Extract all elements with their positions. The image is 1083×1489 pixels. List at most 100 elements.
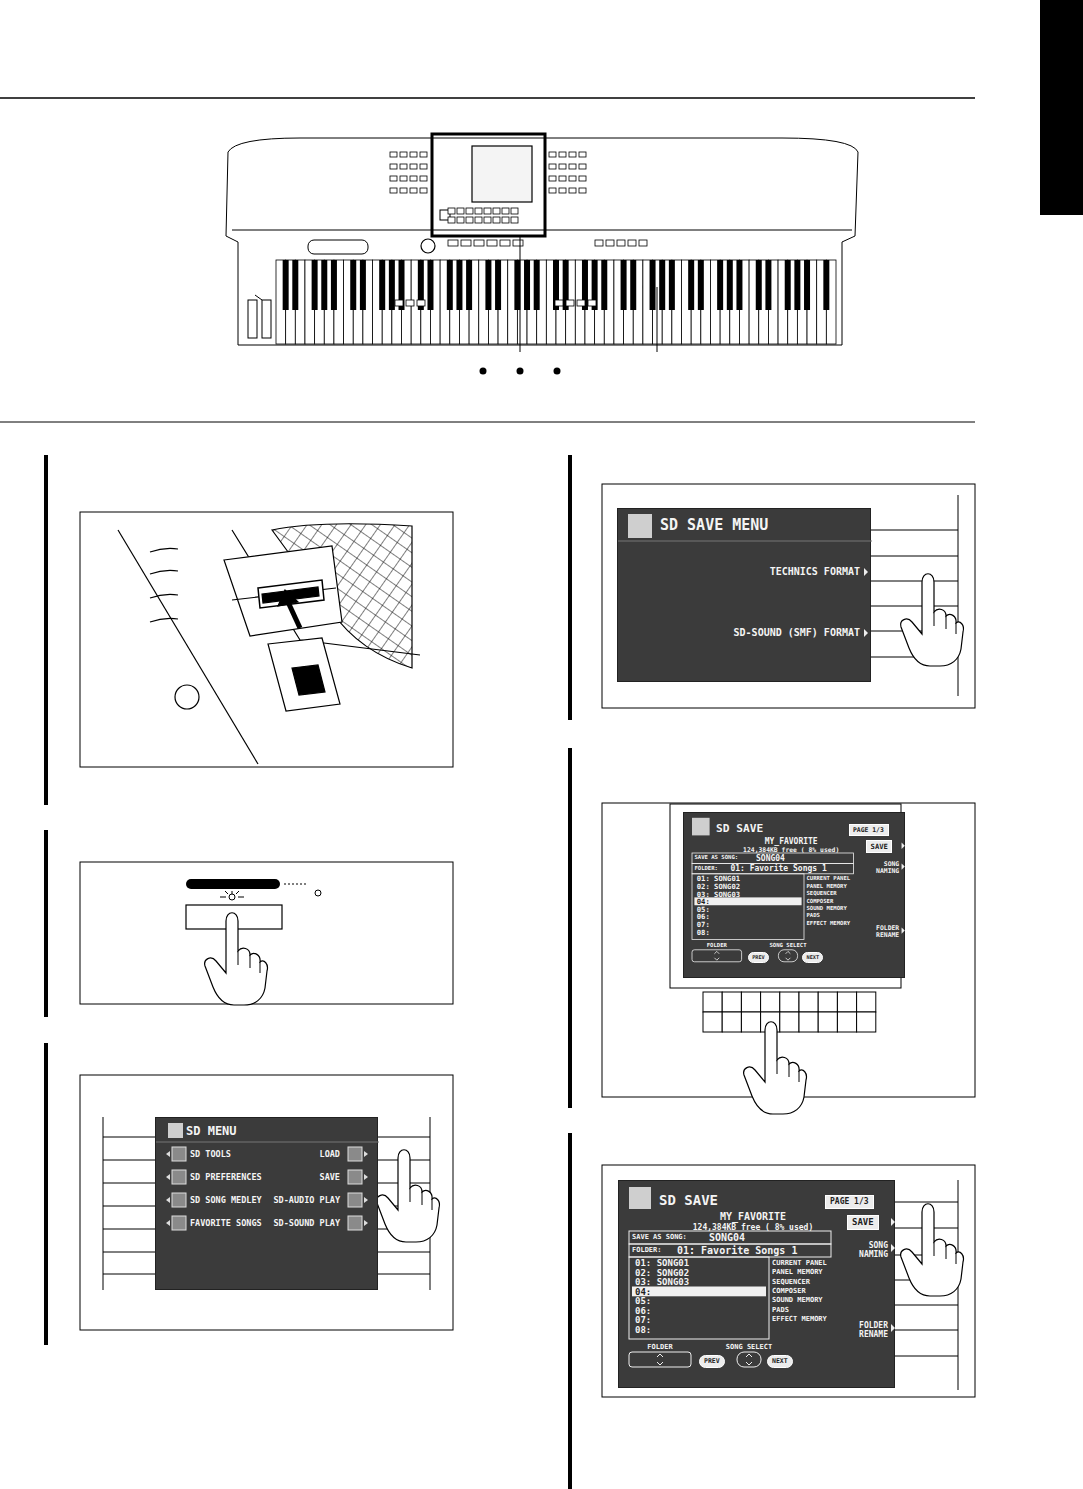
panel-button [493,208,500,214]
black-key [823,260,829,310]
black-key [495,260,501,310]
panel-button [511,208,518,214]
screen-text: MY_FAVORITE [765,838,818,846]
panel-button [595,240,603,246]
folder-control [629,1352,691,1367]
number-button [818,992,837,1012]
screen-text: 06: [697,913,710,920]
panel-button [475,208,482,214]
black-key [360,260,366,310]
number-button [857,1012,876,1032]
black-key [717,260,723,310]
screen-text: SOUND MEMORY [806,906,846,912]
screen-icon [348,1170,362,1184]
panel-button [448,240,458,246]
screen-text: SONG04 [709,1233,745,1243]
screen-text: SD TOOLS [190,1150,231,1159]
black-key [427,260,433,310]
screen-text: CURRENT PANEL [806,876,850,882]
number-button [741,992,760,1012]
arrow-mark [746,1354,752,1365]
screen-text: 07: [635,1316,651,1325]
panel-button [457,208,464,214]
panel-button [400,176,407,181]
screen-text: SD SAVE [659,1193,718,1207]
black-key [659,260,665,310]
screen-frame [692,853,854,863]
screen-text: SD MENU [186,1125,237,1137]
black-key [292,260,298,310]
hand [901,1204,964,1296]
panel-button [511,217,518,223]
lcd-screen: SD SAVEMY_FAVORITE124,384KB free ( 8% us… [683,812,905,978]
panel-button [448,208,455,214]
panel-button [628,240,636,246]
panel-button [579,188,586,193]
panel-button [549,176,556,181]
panel-button [549,152,556,157]
black-key [650,260,656,310]
screen-text: FOLDER [707,943,727,949]
sd-card-drawing [118,524,420,764]
panel-button [420,188,427,193]
panel-button [579,164,586,169]
screen-text: SAVE AS SONG: [694,855,738,861]
screen-button: SAVE [866,840,892,853]
screen-text: EFFECT MEMORY [772,1316,827,1323]
screen-graphics [618,509,872,683]
panel-button [390,176,397,181]
screen-text: PREV [704,1358,720,1365]
screen-text: PREV [752,955,765,960]
screen-text: MY_FAVORITE [720,1212,786,1222]
dot [480,368,487,375]
black-key [456,260,462,310]
number-button-grid [703,992,876,1032]
arrow-mark [166,1174,170,1180]
black-key [688,260,694,310]
screen-text: LOAD [320,1150,340,1159]
arrow-mark [714,951,719,960]
screen-text: FOLDER RENAME [862,925,899,940]
selection-bar [632,1287,766,1297]
arrow-mark [864,568,868,576]
screen-frame [692,863,854,873]
panel-button [410,188,417,193]
folder-control [692,950,742,962]
number-button [799,1012,818,1032]
screen-text: NEXT [807,955,820,960]
panel-button [475,217,482,223]
screen-text: SAVE [871,843,888,850]
screen-icon [628,514,652,538]
screen-button: SAVE [847,1215,879,1230]
panel-button [549,164,556,169]
screen-text: 08: [635,1326,651,1335]
panel-button [559,176,566,181]
screen-text: FOLDER: [694,866,718,872]
lcd-screen: SD SAVEMY_FAVORITE124,384KB free ( 8% us… [618,1180,895,1388]
panel-button [410,176,417,181]
panel-button [457,217,464,223]
number-button [761,992,780,1012]
screen-text: NEXT [772,1358,788,1365]
panel-button [410,164,417,169]
black-key [765,260,771,310]
screen-text: FOLDER [647,1344,672,1351]
number-button [703,1012,722,1032]
screen-text: 04: [635,1288,651,1297]
number-button [837,992,856,1012]
panel-button [493,217,500,223]
screen-text: PANEL MEMORY [772,1269,823,1276]
lcd-screen: SD MENUSD TOOLSLOADSD PREFERENCESSAVESD … [155,1117,378,1290]
panel-button [420,152,427,157]
screen-text: COMPOSER [806,899,833,905]
panel-button [559,164,566,169]
leader-line [520,236,521,352]
panel-button [395,300,403,306]
panel-button [569,152,576,157]
screen-text: SONG NAMING [862,861,899,876]
panel-button [606,240,614,246]
screen-icon [348,1193,362,1207]
arrow-mark [166,1220,170,1226]
screen-graphics [156,1118,379,1291]
